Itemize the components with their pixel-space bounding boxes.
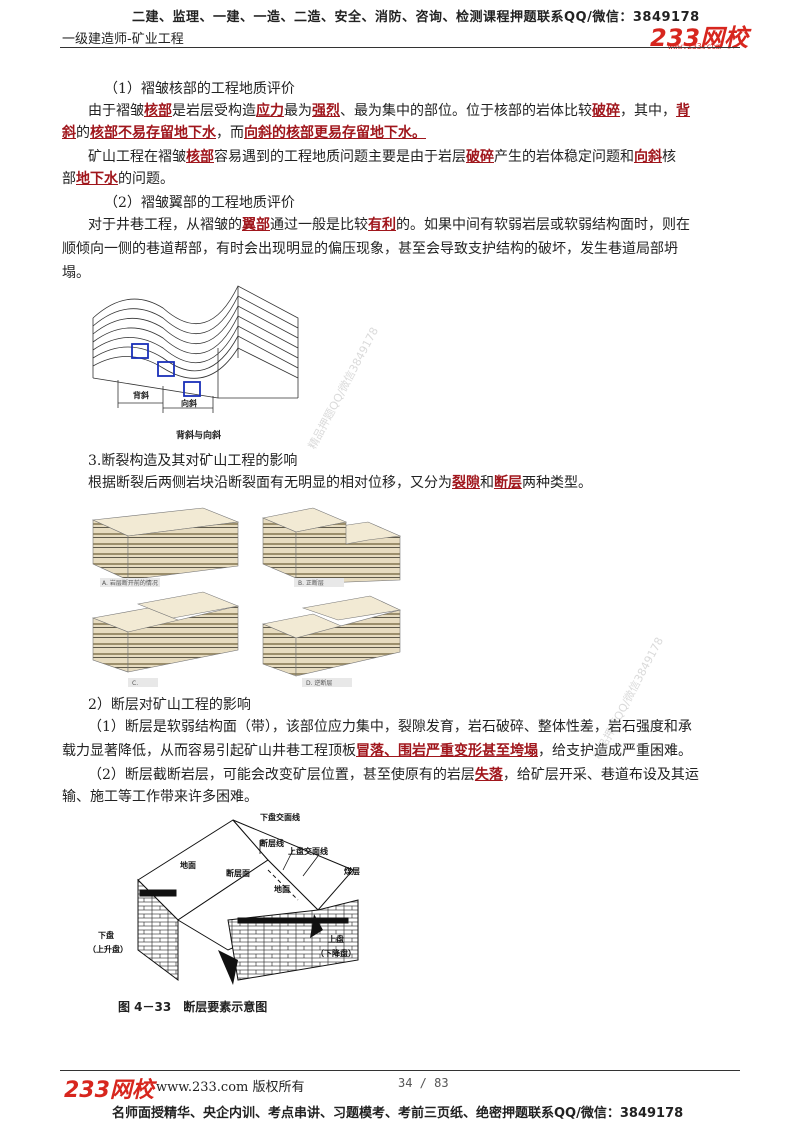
label-coal-seam: 煤层	[344, 866, 360, 876]
label-syncline: 向斜	[181, 398, 197, 408]
paragraph-core-2b: 部地下水的问题。	[62, 171, 174, 187]
fault-label-b: B. 正断层	[298, 579, 324, 587]
syncline-highlight	[157, 361, 175, 377]
label-ground-1: 地面	[180, 860, 196, 870]
fault-label-d: D. 逆断层	[306, 679, 332, 687]
paragraph-limb-3: 塌。	[62, 265, 90, 281]
header-contact-line: 二建、监理、一建、一造、二造、安全、消防、咨询、检测课程押题联系QQ/微信：38…	[132, 10, 700, 25]
limb-highlight	[183, 381, 201, 397]
fold-diagram: 背斜 向斜	[92, 285, 299, 413]
paragraph-core-1: 由于褶皱核部是岩层受构造应力最为强烈、最为集中的部位。位于核部的岩体比较破碎，其…	[88, 103, 690, 119]
label-ground-2: 地面	[274, 884, 290, 894]
paragraph-fault-impact-1: （1）断层是软弱结构面（带），该部位应力集中，裂隙发育，岩石破碎、整体性差，岩石…	[88, 719, 692, 735]
section-heading-fault-impact: 2）断层对矿山工程的影响	[88, 697, 251, 713]
label-fault-plane: 断层面	[226, 868, 250, 878]
paragraph-fault-impact-2: （2）断层截断岩层，可能会改变矿层位置，甚至使原有的岩层失落，给矿层开采、巷道布…	[88, 767, 699, 783]
label-anticline: 背斜	[133, 390, 149, 400]
section-heading-core: （1）褶皱核部的工程地质评价	[104, 81, 295, 97]
header-divider	[60, 47, 740, 48]
paragraph-core-2: 矿山工程在褶皱核部容易遇到的工程地质问题主要是由于岩层破碎产生的岩体稳定问题和向…	[88, 149, 676, 165]
section-heading-limb: （2）褶皱翼部的工程地质评价	[104, 195, 295, 211]
fold-diagram-caption: 背斜与向斜	[176, 431, 222, 441]
paragraph-core-1b: 斜的核部不易存留地下水，而向斜的核部更易存留地下水。	[62, 125, 426, 141]
paragraph-limb-1: 对于井巷工程，从褶皱的翼部通过一般是比较有利的。如果中间有软弱岩层或软弱结构面时…	[88, 217, 690, 233]
label-footwall: 下盘	[98, 930, 114, 940]
paragraph-fault-types: 根据断裂后两侧岩块沿断裂面有无明显的相对位移，又分为裂隙和断层两种类型。	[88, 475, 592, 491]
paragraph-limb-2: 顺倾向一侧的巷道帮部，有时会出现明显的偏压现象，甚至会导致支护结构的破坏，发生巷…	[62, 241, 678, 257]
page-number: 34 / 83	[398, 1076, 449, 1090]
fault-label-a: A. 岩层断开前的情况	[102, 579, 158, 587]
label-footwall-sub: （上升盘）	[88, 944, 128, 954]
fault-types-diagram: A. 岩层断开前的情况 B. 正断层 C. D. 逆断层	[91, 507, 402, 687]
anticline-highlight	[131, 343, 149, 359]
label-fault-line: 断层线	[260, 838, 284, 848]
fault-elements-diagram: 下盘交面线 断层线 上盘交面线 煤层 地面 断层面 地面 下盘 （上升盘） 上盘…	[88, 812, 360, 985]
footer-logo: 233网校	[64, 1078, 154, 1103]
header-subject: 一级建造师-矿业工程	[62, 32, 184, 47]
header-logo-url: www.233.com	[668, 42, 721, 51]
label-hanging-sub: （下降盘）	[316, 948, 356, 958]
label-hanging: 上盘	[328, 934, 344, 944]
label-footwall-outcrop: 下盘交面线	[260, 812, 300, 822]
fault-elements-caption: 图 4－33 断层要素示意图	[118, 1000, 268, 1014]
paragraph-fault-impact-1b: 载力显著降低，从而容易引起矿山井巷工程顶板冒落、围岩严重变形甚至垮塌，给支护造成…	[62, 743, 692, 759]
paragraph-fault-impact-2b: 输、施工等工作带来许多困难。	[62, 789, 258, 805]
label-hanging-outcrop: 上盘交面线	[288, 846, 328, 856]
footer-contact-line: 名师面授精华、央企内训、考点串讲、习题模考、考前三页纸、绝密押题联系QQ/微信：…	[112, 1106, 684, 1121]
fault-label-c: C.	[132, 680, 138, 687]
footer-copyright: www.233.com 版权所有	[156, 1080, 305, 1095]
footer-divider	[60, 1070, 740, 1071]
section-heading-fault: 3.断裂构造及其对矿山工程的影响	[88, 453, 298, 469]
